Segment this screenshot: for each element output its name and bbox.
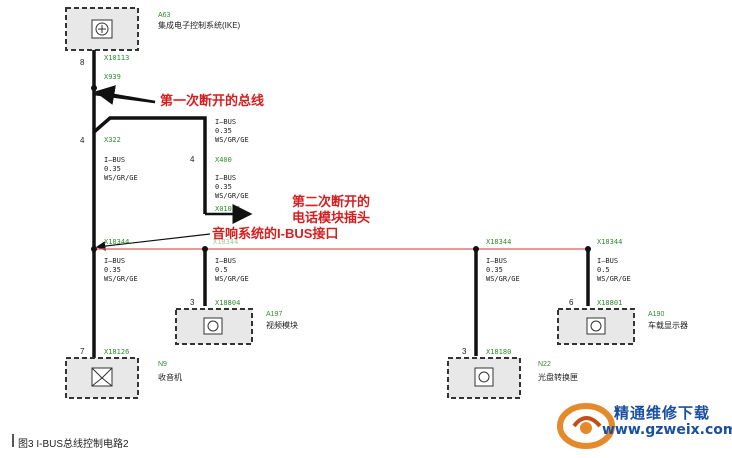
wire5-size: 0.5 — [215, 266, 228, 274]
ike-pin: 8 — [80, 58, 85, 67]
phone-end-label: X01036 — [215, 205, 240, 213]
bus-right2-label: X18344 — [597, 238, 622, 246]
wire7-name: I—BUS — [597, 257, 618, 265]
video-module-icon — [203, 317, 223, 335]
first-break-annotation: 第一次断开的总线 — [93, 85, 264, 108]
video-box — [175, 308, 253, 345]
wire1-name: I—BUS — [215, 118, 236, 126]
video-id: A197 — [266, 311, 282, 318]
first-break-label: 第一次断开的总线 — [160, 93, 264, 108]
wire3-size: 0.35 — [215, 183, 232, 191]
wire4-color: WS/GR/GE — [104, 275, 138, 283]
radio-pin: 7 — [80, 347, 85, 356]
video-name: 视频模块 — [266, 320, 298, 330]
watermark: 精通维修下载 www.gzweix.com — [556, 396, 732, 454]
first-break-line — [93, 92, 156, 104]
splice-left-label: X322 — [104, 136, 121, 144]
display-pin: 6 — [569, 298, 574, 307]
splice-left-pin: 4 — [80, 136, 85, 145]
phone-branch: 4 X322 I—BUS 0.35 WS/GR/GE I—BUS 0.35 WS… — [80, 116, 253, 224]
ike-module-icon — [91, 19, 113, 39]
display-name: 车载显示器 — [648, 320, 688, 330]
ike-module: A63 集成电子控制系统(IKE) — [65, 7, 241, 51]
phone-branch-wire — [92, 116, 207, 214]
wire3-name: I—BUS — [215, 174, 236, 182]
phone-conn-label: X400 — [215, 156, 232, 164]
second-break-label-1: 第二次断开的 — [292, 194, 370, 209]
cd-id: N22 — [538, 361, 551, 368]
radio-id: N9 — [158, 361, 167, 368]
watermark-url: www.gzweix.com — [602, 422, 732, 438]
wire6-name: I—BUS — [486, 257, 507, 265]
video-connector: X18804 — [215, 299, 240, 307]
bus-node-left — [91, 246, 97, 252]
watermark-title: 精通维修下载 — [614, 404, 711, 422]
radio-module-icon — [91, 367, 113, 387]
wire5-name: I—BUS — [215, 257, 236, 265]
wire4-name: I—BUS — [104, 257, 125, 265]
wire7-size: 0.5 — [597, 266, 610, 274]
wire6-color: WS/GR/GE — [486, 275, 520, 283]
wire4-size: 0.35 — [104, 266, 121, 274]
display-module-icon — [586, 317, 606, 335]
wire2-name: I—BUS — [104, 156, 125, 164]
wire5-color: WS/GR/GE — [215, 275, 249, 283]
display-module: 6 X18801 A190 车载显示器 — [557, 298, 688, 345]
cd-changer-module: 3 X18180 N22 光盘转换匣 — [447, 347, 578, 399]
bus-left-label: X18344 — [104, 238, 129, 246]
wire7-color: WS/GR/GE — [597, 275, 631, 283]
display-connector: X18801 — [597, 299, 622, 307]
audio-interface-label: 音响系统的I-BUS接口 — [212, 226, 338, 241]
radio-connector: X18126 — [104, 348, 129, 356]
radio-module: 7 X18126 N9 收音机 — [65, 347, 182, 399]
figure-caption: 图3 I-BUS总线控制电路2 — [18, 439, 129, 450]
wire2-color: WS/GR/GE — [104, 174, 138, 182]
ike-id: A63 — [158, 12, 171, 19]
cd-pin: 3 — [462, 347, 467, 356]
splice-top-node — [91, 85, 97, 91]
wire1-color: WS/GR/GE — [215, 136, 249, 144]
radio-name: 收音机 — [158, 372, 182, 382]
wire3-color: WS/GR/GE — [215, 192, 249, 200]
audio-interface-annotation: 音响系统的I-BUS接口 — [95, 226, 338, 251]
watermark-logo-icon — [557, 403, 615, 449]
wire2-size: 0.35 — [104, 165, 121, 173]
display-id: A190 — [648, 311, 664, 318]
wire1-size: 0.35 — [215, 127, 232, 135]
cd-name: 光盘转换匣 — [538, 372, 578, 382]
wire6-size: 0.35 — [486, 266, 503, 274]
bus-drops: I—BUS 0.35 WS/GR/GE I—BUS 0.5 WS/GR/GE I… — [104, 249, 631, 356]
video-module: 3 X18804 A197 视频模块 — [175, 298, 298, 345]
audio-interface-arrow — [95, 233, 211, 251]
ike-name: 集成电子控制系统(IKE) — [158, 20, 241, 30]
second-break-annotation: 第二次断开的 电话模块插头 — [292, 194, 370, 225]
caption-bar — [12, 434, 14, 447]
splice-top-label: X939 — [104, 73, 121, 81]
bus-mid-label: X18344 — [213, 238, 238, 246]
second-break-label-2: 电话模块插头 — [292, 210, 370, 225]
phone-conn-pin: 4 — [190, 155, 195, 164]
bus-line: X18344 X18344 X18344 X18344 — [91, 238, 622, 252]
cd-connector: X18180 — [486, 348, 511, 356]
bus-right1-label: X18344 — [486, 238, 511, 246]
video-pin: 3 — [190, 298, 195, 307]
ike-connector: X10113 — [104, 54, 129, 62]
cd-module-icon — [474, 367, 494, 387]
